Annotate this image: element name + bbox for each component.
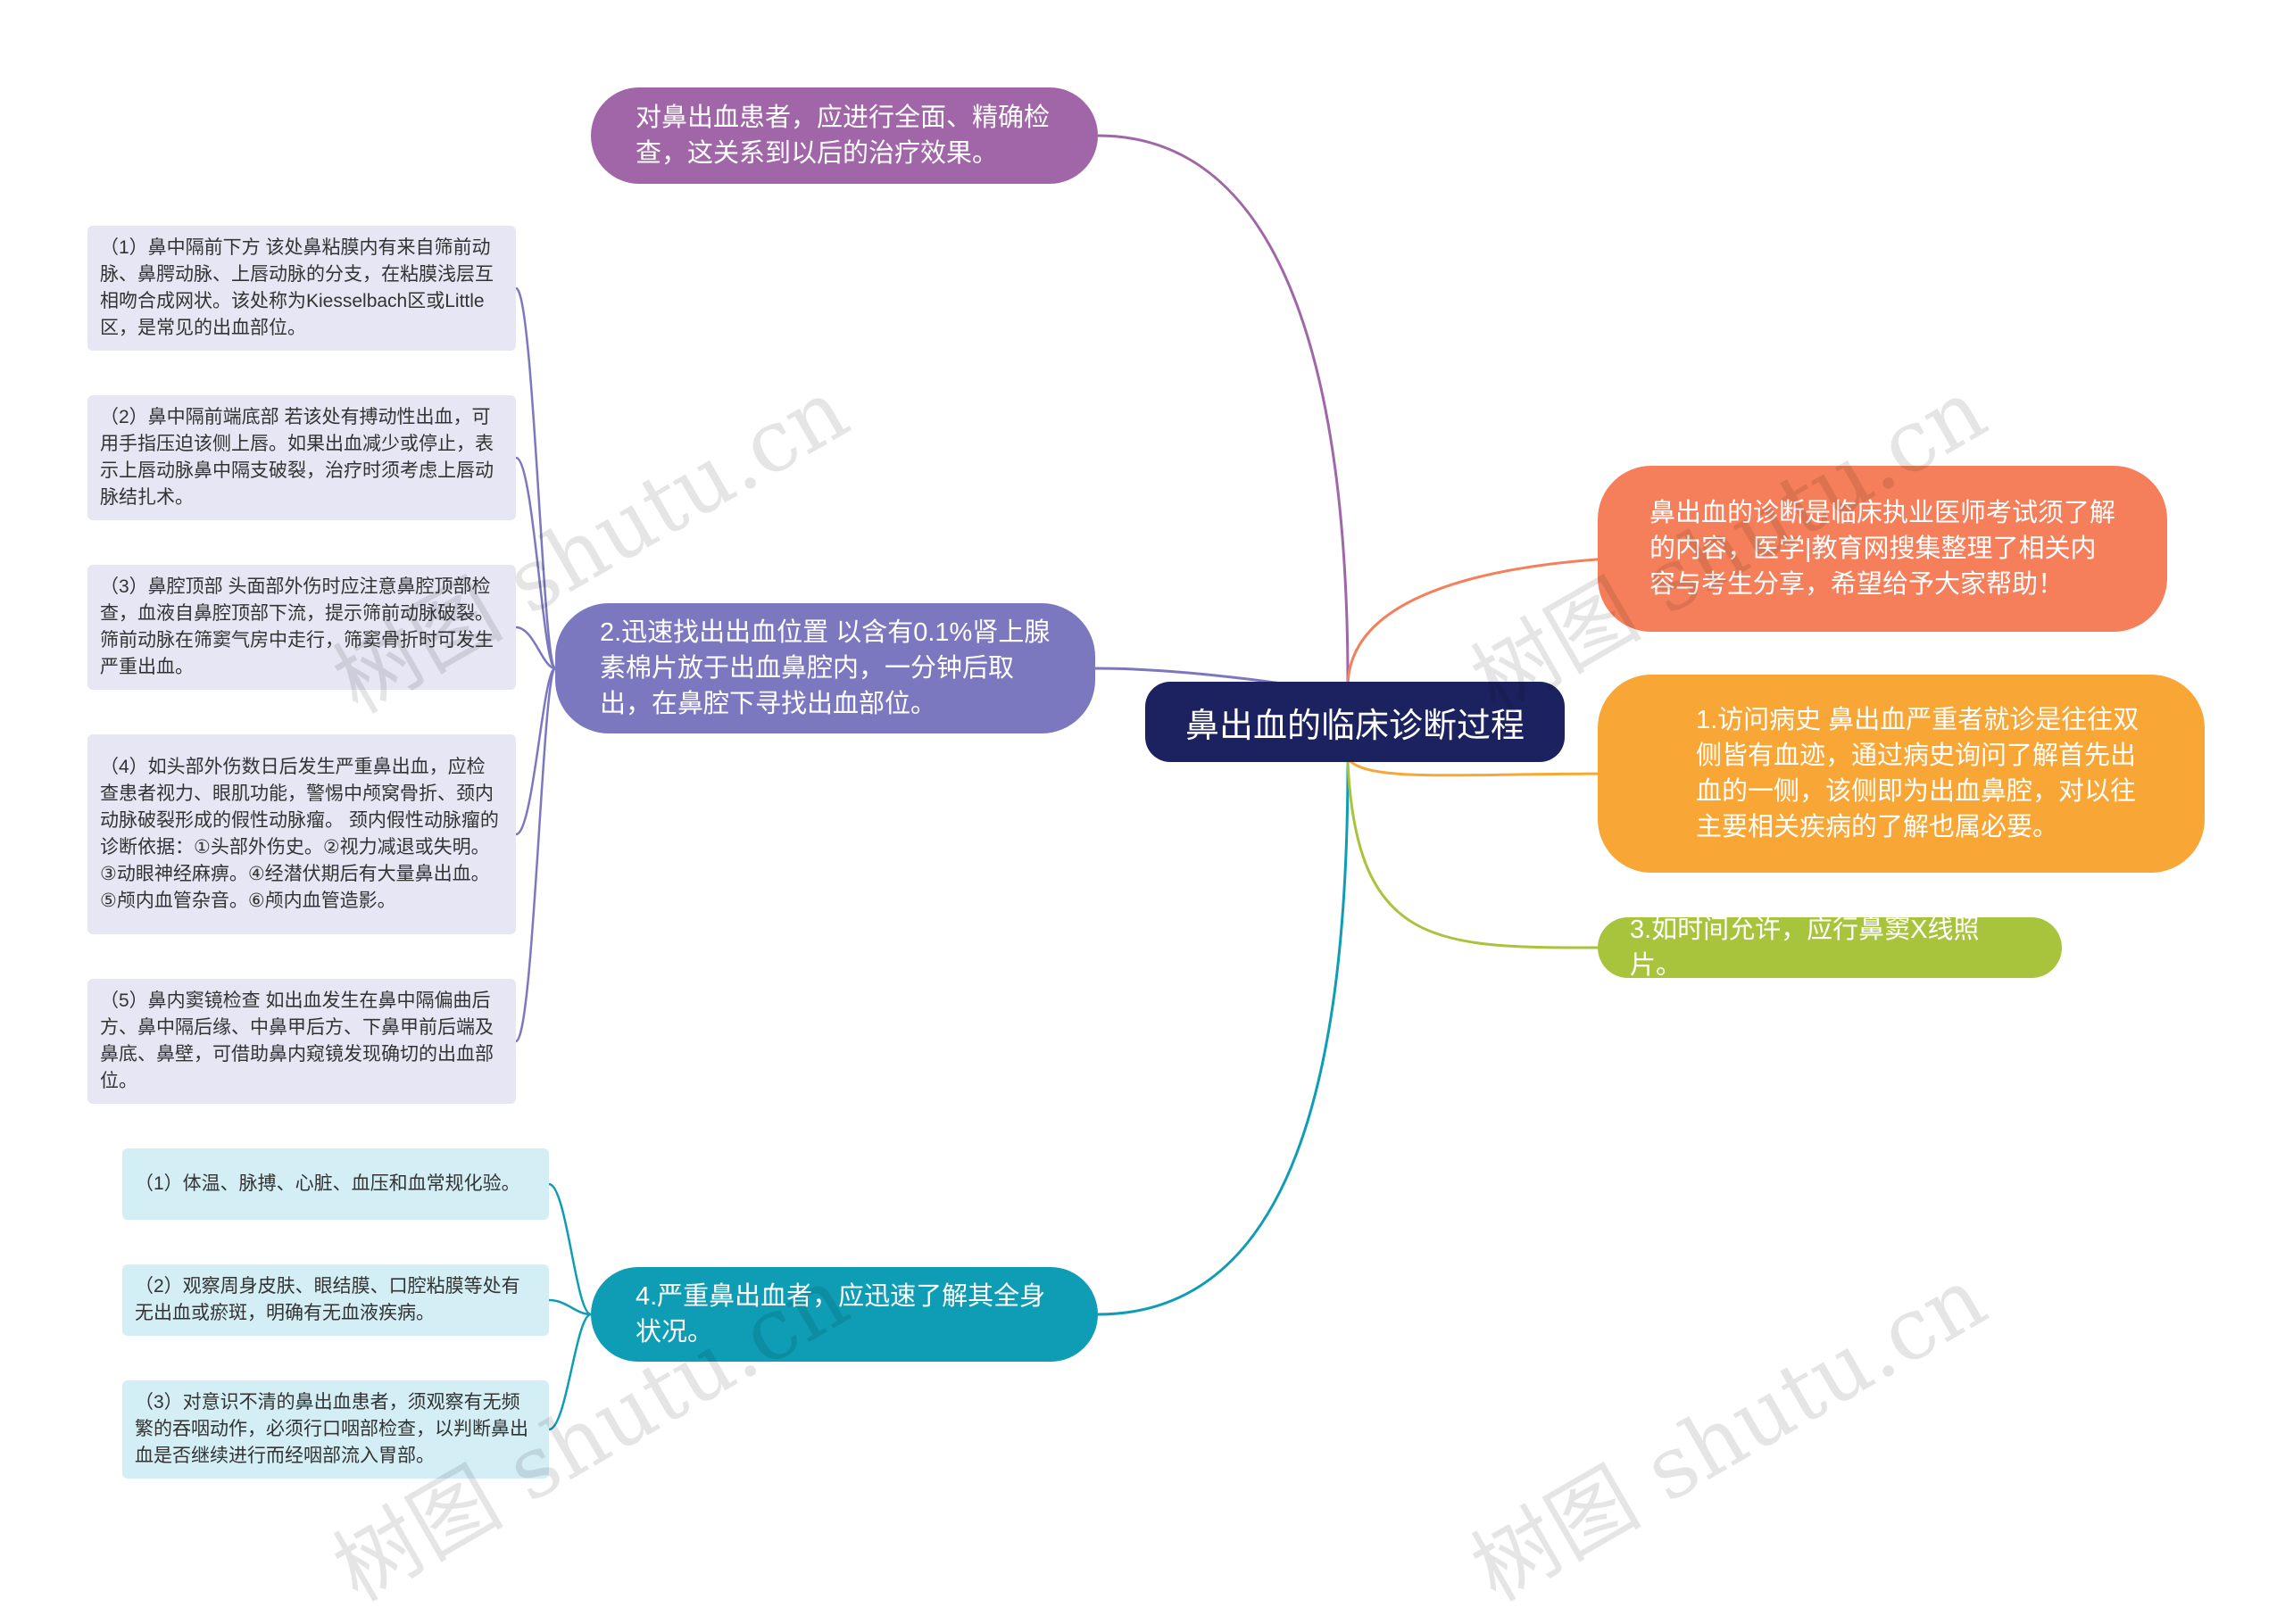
branch-locate[interactable]: 2.迅速找出出血位置 以含有0.1%肾上腺素棉片放于出血鼻腔内，一分钟后取出，在… [555,603,1095,733]
branch-summary-label: 鼻出血的诊断是临床执业医师考试须了解的内容，医学|教育网搜集整理了相关内容与考生… [1649,499,2116,599]
connector-lines [514,134,1625,1431]
branch-xray-label: 3.如时间允许，应行鼻窦X线照片。 [1630,916,1980,980]
mindmap-canvas: 鼻出血的临床诊断过程 对鼻出血患者，应进行全面、精确检查，这关系到以后的治疗效果… [87,87,2205,1620]
leaf-links-systemic-line-2 [548,1298,592,1316]
leaf-links-locate-line-1 [514,286,557,670]
leaf-systemic-2-text: （2）观察周身皮肤、眼结膜、口腔粘膜等处有无出血或瘀斑，明确有无血液疾病。 [135,1276,520,1323]
connector-intro [1097,134,1350,684]
leaf-locate-1-text: （1）鼻中隔前下方 该处鼻粘膜内有来自筛前动脉、鼻腭动脉、上唇动脉的分支，在粘膜… [100,237,494,338]
center-topic[interactable]: 鼻出血的临床诊断过程 [1145,682,1565,762]
leaf-systemic-1[interactable]: （1）体温、脉搏、心脏、血压和血常规化验。 [122,1148,549,1220]
leaf-locate-1[interactable]: （1）鼻中隔前下方 该处鼻粘膜内有来自筛前动脉、鼻腭动脉、上唇动脉的分支，在粘膜… [87,226,516,351]
branch-history-label: 1.访问病史 鼻出血严重者就诊是往往双侧皆有血迹，通过病史询问了解首先出血的一侧… [1696,706,2140,841]
leaf-links-locate-line-4 [515,667,557,836]
leaf-links-systemic-line-1 [548,1182,592,1316]
branch-systemic-label: 4.严重鼻出血者，应迅速了解其全身状况。 [636,1282,1046,1346]
leaf-systemic-3[interactable]: （3）对意识不清的鼻出血患者，须观察有无频繁的吞咽动作，必须行口咽部检查，以判断… [122,1380,549,1479]
leaf-links-locate-line-3 [515,626,556,670]
leaf-locate-3-text: （3）鼻腔顶部 头面部外伤时应注意鼻腔顶部检查，血液自鼻腔顶部下流，提示筛前动脉… [100,576,494,677]
leaf-connectors-systemic [548,1182,592,1431]
branch-locate-label: 2.迅速找出出血位置 以含有0.1%肾上腺素棉片放于出血鼻腔内，一分钟后取出，在… [600,618,1051,718]
branch-intro[interactable]: 对鼻出血患者，应进行全面、精确检查，这关系到以后的治疗效果。 [591,87,1098,184]
leaf-locate-3[interactable]: （3）鼻腔顶部 头面部外伤时应注意鼻腔顶部检查，血液自鼻腔顶部下流，提示筛前动脉… [87,565,516,690]
connector-xray [1346,761,1599,949]
leaf-connectors-locate [514,286,557,1043]
leaf-links-systemic-line-3 [548,1313,592,1431]
connector-locate [1094,667,1295,687]
branch-systemic[interactable]: 4.严重鼻出血者，应迅速了解其全身状况。 [591,1267,1098,1362]
leaf-locate-2[interactable]: （2）鼻中隔前端底部 若该处有搏动性出血，可用手指压迫该侧上唇。如果出血减少或停… [87,395,516,520]
leaf-systemic-2[interactable]: （2）观察周身皮肤、眼结膜、口腔粘膜等处有无出血或瘀斑，明确有无血液疾病。 [122,1264,549,1336]
branch-history[interactable]: 1.访问病史 鼻出血严重者就诊是往往双侧皆有血迹，通过病史询问了解首先出血的一侧… [1598,675,2205,873]
leaf-locate-2-text: （2）鼻中隔前端底部 若该处有搏动性出血，可用手指压迫该侧上唇。如果出血减少或停… [100,407,494,508]
leaf-systemic-3-text: （3）对意识不清的鼻出血患者，须观察有无频繁的吞咽动作，必须行口咽部检查，以判断… [135,1392,528,1466]
connector-summary [1346,556,1625,688]
connector-systemic [1097,760,1350,1316]
branch-xray[interactable]: 3.如时间允许，应行鼻窦X线照片。 [1598,916,2062,980]
leaf-links-locate-line-2 [515,456,557,670]
leaf-systemic-1-text: （1）体温、脉搏、心脏、血压和血常规化验。 [135,1173,520,1194]
branch-intro-label: 对鼻出血患者，应进行全面、精确检查，这关系到以后的治疗效果。 [636,104,1051,168]
branch-summary[interactable]: 鼻出血的诊断是临床执业医师考试须了解的内容，医学|教育网搜集整理了相关内容与考生… [1598,466,2167,632]
connector-history [1346,758,1616,777]
center-topic-label: 鼻出血的临床诊断过程 [1184,707,1525,745]
leaf-locate-5[interactable]: （5）鼻内窦镜检查 如出血发生在鼻中隔偏曲后方、鼻中隔后缘、中鼻甲后方、下鼻甲前… [87,979,516,1104]
leaf-locate-4[interactable]: （4）如头部外伤数日后发生严重鼻出血，应检查患者视力、眼肌功能，警惕中颅窝骨折、… [87,734,516,934]
leaf-locate-4-text: （4）如头部外伤数日后发生严重鼻出血，应检查患者视力、眼肌功能，警惕中颅窝骨折、… [100,757,499,911]
leaf-links-locate-line-5 [514,667,557,1043]
leaf-locate-5-text: （5）鼻内窦镜检查 如出血发生在鼻中隔偏曲后方、鼻中隔后缘、中鼻甲后方、下鼻甲前… [100,990,494,1091]
